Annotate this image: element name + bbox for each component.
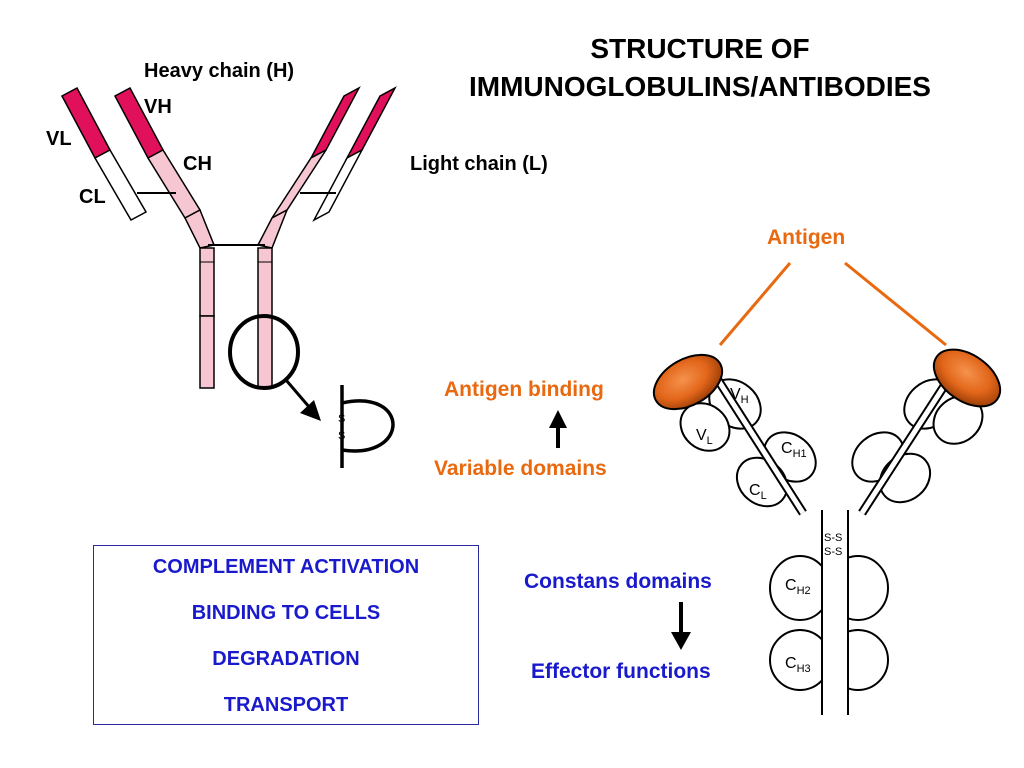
ch-label: CH [183,153,212,175]
hinge-ss-1: S-S [824,532,843,544]
right-heavy-chain-ch3 [257,315,273,389]
function-item: COMPLEMENT ACTIVATION [152,556,420,578]
detailed-antibody [549,261,1002,716]
hinge-ss-2: S-S [824,546,843,558]
magnifier-arrowhead-icon [300,400,321,421]
light-chain-label: Light chain (L) [410,153,548,175]
magnifier-arrow [284,379,312,409]
left-heavy-chain-ch3 [199,315,215,389]
antigen-binding-label: Antigen binding [444,378,604,401]
loop-ss-bottom: S [338,430,346,442]
function-item: BINDING TO CELLS [191,602,381,624]
variable-arrowhead-icon [549,410,567,428]
constans-domains-label: Constans domains [524,570,712,593]
antigen-line-right [844,261,947,347]
constant-arrowhead-icon [671,632,691,650]
title-line-2: IMMUNOGLOBULINS/ANTIBODIES [469,71,931,102]
schematic-antibody [60,86,397,389]
function-item: DEGRADATION [212,648,360,670]
cl-label: CL [79,186,106,208]
variable-domains-label: Variable domains [434,457,607,480]
vl-domain [679,402,731,452]
vh-domain-label: VH [730,386,749,407]
left-heavy-chain-ch2 [199,247,215,317]
right-heavy-chain-hinge [256,208,289,249]
vl-domain-label: VL [696,427,713,448]
antigen-label: Antigen [767,226,846,249]
function-item: TRANSPORT [223,694,349,716]
effector-functions-label: Effector functions [531,660,711,683]
right-heavy-chain-ch2 [257,247,273,317]
magnifier-circle [228,314,300,390]
cl-domain-label: CL [749,482,767,503]
ch1-domain-label: CH1 [781,440,807,461]
right-light-chain-constant [312,148,364,222]
antigen-line-left [718,262,792,346]
title-line-1: STRUCTURE OF [590,33,810,64]
antigen-right [932,348,1002,408]
vh-label: VH [144,96,172,118]
disulfide-loop [340,385,395,468]
left-light-chain-constant [93,148,148,222]
ch3-domain-label: CH3 [785,655,811,676]
right-heavy-chain-ch1 [271,149,327,219]
effector-functions-box: COMPLEMENT ACTIVATION BINDING TO CELLS D… [93,545,479,725]
magnifier [228,314,321,421]
ch2-domain-label: CH2 [785,577,811,598]
page-title: STRUCTURE OF IMMUNOGLOBULINS/ANTIBODIES [400,30,1000,106]
left-heavy-chain-hinge [184,208,216,249]
loop-ss-top: S [338,413,346,425]
antigen-left [652,353,724,411]
vl-label: VL [46,128,72,150]
heavy-chain-label: Heavy chain (H) [144,60,295,82]
